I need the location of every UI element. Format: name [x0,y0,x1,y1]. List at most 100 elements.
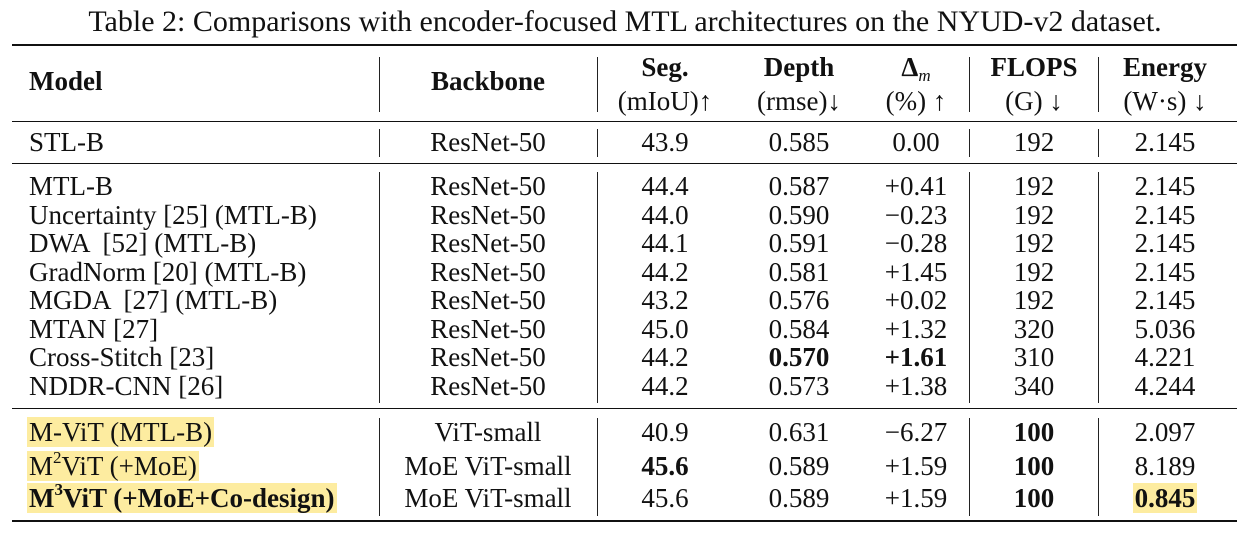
row-flops: 320 [1013,314,1055,344]
row-delta: +1.32 [884,314,948,344]
row-depth: 0.570 [768,342,830,372]
row-depth: 0.576 [768,285,830,315]
row-depth: 0.589 [768,451,830,481]
row-backbone: ResNet-50 [430,171,546,201]
row-energy: 2.097 [1134,417,1196,447]
row-backbone: ViT-small [434,417,542,447]
header-model: Model [29,66,103,96]
row-delta: +0.41 [884,171,948,201]
row-backbone: MoE ViT-small [404,483,572,513]
header-delta-symbol: Δ [901,52,919,82]
col-sep [597,57,599,112]
row-backbone: ResNet-50 [430,371,546,401]
header-energy-unit: (W·s) ↓ [1123,86,1207,116]
row-energy: 2.145 [1134,171,1196,201]
row-energy: 8.189 [1134,451,1196,481]
stl-rule [12,163,1237,165]
row-model: MGDA [27] (MTL-B) [29,285,278,315]
header-delta-subscript: m [918,66,931,85]
row-model: DWA [52] (MTL-B) [29,228,257,258]
row-seg: 44.1 [641,228,689,258]
col-sep [969,418,971,516]
row-backbone: ResNet-50 [430,257,546,287]
row-seg: 45.6 [641,483,689,513]
row-delta: +1.59 [884,451,948,481]
col-sep [969,172,971,403]
row-depth: 0.591 [768,228,830,258]
row-seg: 44.2 [641,342,689,372]
row-model: M2ViT (+MoE) [27,448,199,481]
header-flops-unit: (G) ↓ [1005,86,1063,116]
row-depth: 0.581 [768,257,830,287]
row-backbone: ResNet-50 [430,200,546,230]
row-seg: 40.9 [641,417,689,447]
header-energy: Energy [1123,52,1207,82]
row-seg: 44.0 [641,200,689,230]
row-energy: 0.845 [1100,483,1230,513]
row-delta: +1.59 [884,483,948,513]
row-flops: 192 [1013,257,1055,287]
row-model: Cross-Stitch [23] [29,342,215,372]
row-flops: 100 [1013,451,1055,481]
row-seg: 44.4 [641,171,689,201]
row-backbone: ResNet-50 [430,228,546,258]
top-rule [12,44,1237,46]
row-energy: 4.244 [1134,371,1196,401]
row-flops: 100 [1013,417,1055,447]
row-flops: 310 [1013,342,1055,372]
col-sep [597,418,599,516]
header-backbone: Backbone [430,66,546,96]
row-depth: 0.587 [768,171,830,201]
row-seg: 44.2 [641,257,689,287]
row-delta: −6.27 [884,417,948,447]
col-sep [379,418,381,516]
row-flops: 192 [1013,285,1055,315]
model-superscript: 3 [54,480,63,499]
model-prefix: M [29,483,55,513]
row-seg: 45.6 [641,451,689,481]
highlighted-model-name: M-ViT (MTL-B) [27,417,215,447]
col-sep [597,129,599,157]
row-seg: 44.2 [641,371,689,401]
row-seg: 45.0 [641,314,689,344]
row-flops: 192 [1013,171,1055,201]
header-flops: FLOPS [990,52,1078,82]
row-energy: 2.145 [1134,285,1196,315]
row-energy: 2.145 [1134,200,1196,230]
model-superscript: 2 [53,448,62,467]
header-seg-unit: (mIoU)↑ [617,86,713,116]
row-backbone: MoE ViT-small [404,451,572,481]
row-seg: 43.9 [641,127,689,157]
row-delta: −0.23 [884,200,948,230]
header-delta: Δm [866,52,966,85]
header-delta-unit: (%) ↑ [885,86,947,116]
row-energy: 2.145 [1134,228,1196,258]
col-sep [379,172,381,403]
row-energy: 5.036 [1134,314,1196,344]
row-model: MTAN [27] [29,314,159,344]
col-sep [1098,418,1100,516]
row-backbone: ResNet-50 [430,314,546,344]
col-sep [1098,129,1100,157]
row-energy: 2.145 [1134,257,1196,287]
bottom-rule [12,520,1237,522]
row-energy: 4.221 [1134,342,1196,372]
row-energy: 2.145 [1134,127,1196,157]
col-sep [969,129,971,157]
ours-rule [12,408,1237,410]
row-model: NDDR-CNN [26] [29,371,224,401]
row-model: Uncertainty [25] (MTL-B) [29,200,317,230]
row-depth: 0.590 [768,200,830,230]
col-sep [379,129,381,157]
table-caption: Table 2: Comparisons with encoder-focuse… [88,5,1162,38]
highlighted-energy-value: 0.845 [1132,483,1198,513]
col-sep [597,172,599,403]
highlighted-model-name: M2ViT (+MoE) [27,448,199,481]
row-delta: −0.28 [884,228,948,258]
row-model: MTL-B [29,171,113,201]
row-delta: +1.38 [884,371,948,401]
row-model: STL-B [29,127,105,157]
row-depth: 0.584 [768,314,830,344]
row-model: M3ViT (+MoE+Co-design) [27,480,337,513]
row-depth: 0.573 [768,371,830,401]
